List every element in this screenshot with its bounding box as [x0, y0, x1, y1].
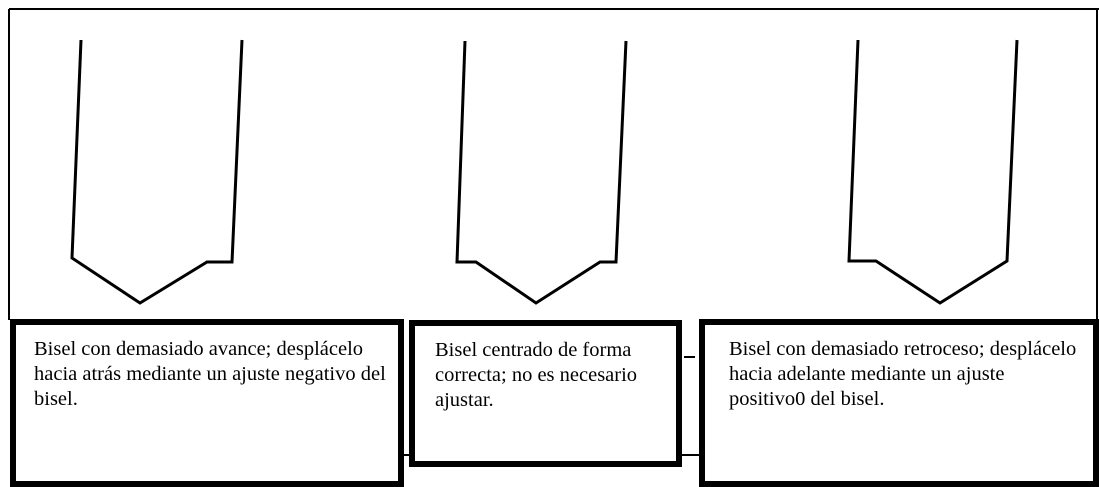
lens-edge-profile-middle [455, 40, 628, 305]
lens-edge-profile-right [847, 39, 1019, 305]
caption-text-right: Bisel con demasiado retroceso; desplácel… [729, 338, 1077, 410]
caption-box-middle: Bisel centrado de forma correcta; no es … [409, 320, 682, 467]
dashed-connector [684, 356, 695, 358]
caption-text-left: Bisel con demasiado avance; desplácelo h… [34, 338, 386, 410]
caption-text-middle: Bisel centrado de forma correcta; no es … [435, 339, 638, 411]
caption-box-left: Bisel con demasiado avance; desplácelo h… [10, 319, 404, 487]
caption-box-right: Bisel con demasiado retroceso; desplácel… [699, 319, 1099, 487]
lens-edge-profile-left [70, 39, 244, 305]
